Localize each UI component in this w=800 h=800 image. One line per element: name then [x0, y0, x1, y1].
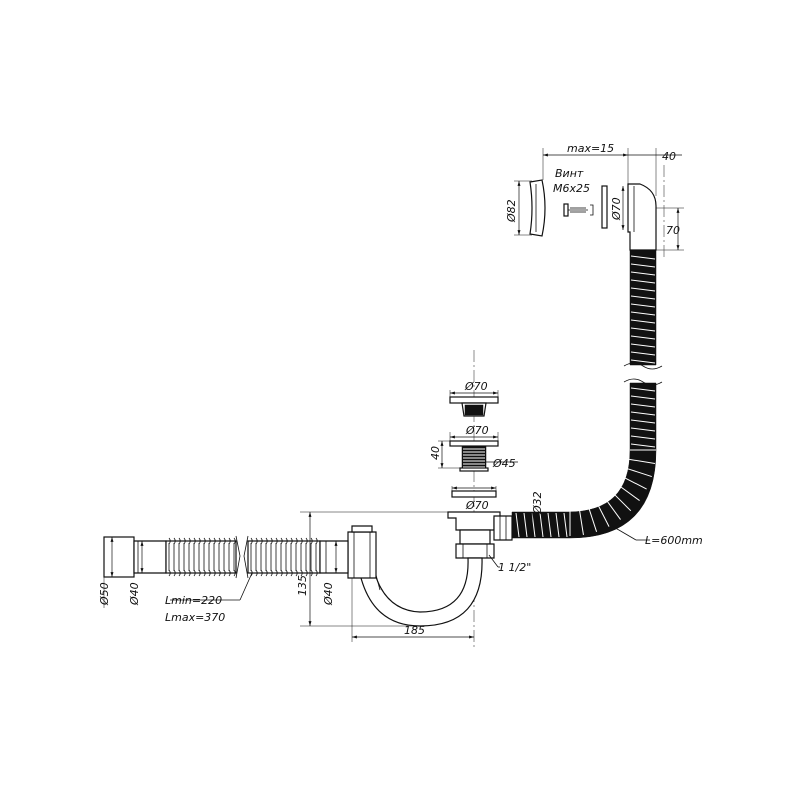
siphon-body [447, 511, 513, 559]
lmin-label: Lmin=220 [165, 594, 222, 607]
thread-label: 1 1/2" [498, 561, 531, 574]
height-135-label: 135 [296, 575, 309, 596]
gasket-ring [451, 490, 497, 498]
drain-plug [449, 396, 499, 417]
width-185-label: 185 [404, 624, 425, 637]
d70-overflow-label: Ø70 [610, 197, 623, 221]
d40-right-label: Ø40 [322, 582, 335, 606]
overflow-hose: L=600mm Ø32 [511, 249, 703, 547]
side-70-label: 70 [666, 224, 680, 237]
d70-body-label: Ø70 [465, 424, 489, 437]
screw-size-label: M6x25 [553, 182, 590, 195]
overflow-assembly: max=15 40 Винт M6x25 Ø82 Ø70 70 [505, 142, 684, 251]
screw-m6x25 [563, 203, 594, 217]
d70-plug-label: Ø70 [464, 380, 488, 393]
overflow-cover-plate [529, 179, 546, 237]
outlet-cuff [103, 536, 135, 578]
overflow-body [627, 183, 657, 251]
top-40-label: 40 [662, 150, 676, 163]
max-15-label: max=15 [567, 142, 614, 155]
d50-label: Ø50 [98, 582, 111, 606]
screw-label: Винт [555, 167, 584, 180]
d82-label: Ø82 [505, 199, 518, 223]
drain-assembly: Ø70 Ø70 40 Ø45 Ø70 [429, 165, 665, 650]
d45-label: Ø45 [492, 457, 516, 470]
u-trap [347, 525, 483, 627]
d32-label: Ø32 [531, 491, 544, 515]
body-40-label: 40 [429, 446, 442, 460]
trap-inlet-nut [347, 531, 377, 579]
lmax-label: Lmax=370 [165, 611, 225, 624]
flex-outlet-hose: Ø50 Ø40 Lmin=220 Lmax=370 135 Ø40 185 [98, 511, 474, 642]
overflow-gasket [601, 185, 608, 229]
d70-ring-label: Ø70 [465, 499, 489, 512]
d40-left-label: Ø40 [128, 582, 141, 606]
hose-length-label: L=600mm [645, 534, 703, 547]
drain-grid-body [449, 440, 499, 472]
